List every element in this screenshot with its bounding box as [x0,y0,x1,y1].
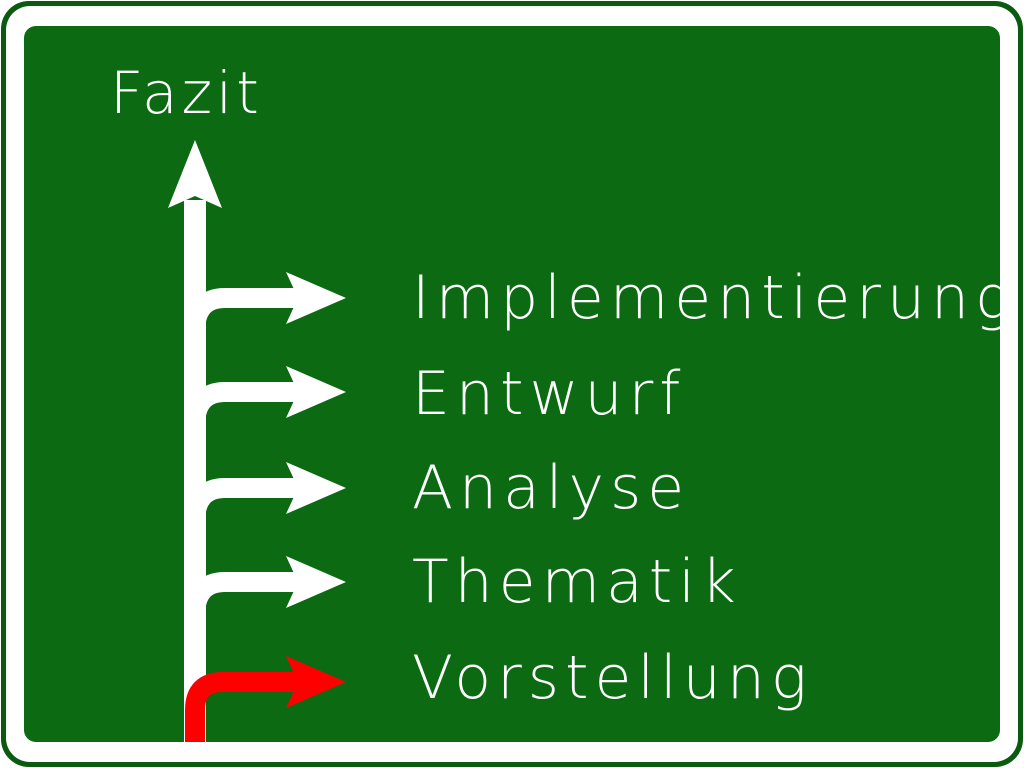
main-arrow-head [168,140,222,208]
exit-label-vorstellung: Vorstellung [412,643,813,713]
exit-arrow-curve [185,288,300,333]
exit-arrow-head [286,272,346,324]
exit-arrow-implementierung [185,272,346,333]
exit-arrow-curve [185,672,300,742]
exit-arrow-head [286,656,346,708]
exit-label-thematik: Thematik [412,547,742,617]
exit-arrow-entwurf [185,366,346,427]
exit-arrow-head [286,462,346,514]
exit-arrow-head [286,556,346,608]
exit-arrow-head [286,366,346,418]
exit-arrow-curve [185,572,300,617]
exit-label-entwurf: Entwurf [412,359,687,429]
sign-face [24,26,1000,742]
exit-branches [185,272,346,742]
exit-arrow-curve [185,478,300,523]
exit-label-analyse: Analyse [412,453,691,523]
destination-fazit: Fazit [110,59,263,127]
main-arrow-shaft [184,200,206,742]
exit-arrow-curve [185,382,300,427]
exit-arrow-analyse [185,462,346,523]
exit-arrow-thematik [185,556,346,617]
exit-label-implementierung: Implementierung [412,263,1018,333]
exit-arrow-vorstellung [185,656,346,742]
